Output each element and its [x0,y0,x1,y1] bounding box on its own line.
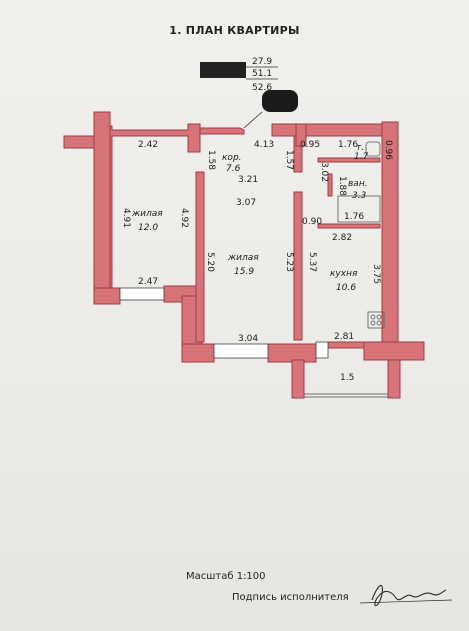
dim-0-95: 0.95 [300,140,320,150]
dim-1-76-bottom: 1.76 [344,212,364,222]
scale-label: Масштаб 1:100 [186,571,266,582]
bathtub-fixture [337,195,381,223]
dim-1-88: 1.88 [337,176,347,196]
dim-3-02: 3.02 [319,162,329,182]
dim-1-58: 1.58 [206,150,216,170]
dim-0-96: 0.96 [383,140,393,160]
room-living2-area: 15.9 [234,267,254,277]
room-corridor-area: 7.6 [226,164,241,174]
redaction-mark-1 [200,62,246,78]
room-kitchen-area: 10.6 [336,283,356,293]
room-bath-area: 3.3 [352,191,367,201]
room-corridor-name: кор. [222,153,242,163]
stove-fixture [367,311,385,329]
windows [119,287,388,398]
room-bath-name: ван. [348,179,368,189]
dim-3-75: 3.75 [371,264,381,284]
area-bottom: 52.6 [252,83,272,93]
area-fraction: 27.9 51.1 52.6 [200,57,298,129]
dim-2-42: 2.42 [138,140,158,150]
dim-3-21: 3.21 [238,175,258,185]
area-middle: 51.1 [252,69,272,79]
dim-5-37: 5.37 [307,252,317,272]
dim-2-81: 2.81 [334,332,354,342]
signature-label: Подпись исполнителя [232,592,349,603]
dim-4-91: 4.91 [121,208,131,228]
balcony-door [315,341,329,359]
dim-0-90: 0.90 [302,217,322,227]
dim-4-92: 4.92 [179,208,189,228]
dim-1-5: 1.5 [340,373,354,383]
dim-5-20: 5.20 [205,252,215,272]
stove-burner-4 [376,320,382,326]
window-living1 [119,287,165,301]
walls [63,111,425,399]
dim-2-82: 2.82 [332,233,352,243]
dim-4-13: 4.13 [254,140,274,150]
dim-1-76-top: 1.76 [338,140,358,150]
dim-3-07: 3.07 [236,198,256,208]
dim-3-04: 3.04 [238,334,258,344]
stove-burner-2 [376,314,382,320]
redaction-mark-2 [262,90,298,112]
stove-burner-1 [370,314,376,320]
fixtures [337,141,385,329]
room-kitchen-name: кухня [330,269,358,279]
area-top: 27.9 [252,57,272,67]
room-toilet-name: т. [356,143,364,153]
dimension-labels: 2.42 4.91 4.92 2.47 1.58 4.13 1.57 3.21 … [121,140,393,383]
window-living2 [213,343,269,359]
dim-5-23: 5.23 [284,252,294,272]
room-living1-name: жилая [131,209,163,219]
toilet-fixture [365,141,381,157]
signature-graphic [359,584,453,607]
leader-line [243,111,263,129]
plan-title: 1. ПЛАН КВАРТИРЫ [169,24,300,37]
room-living1-area: 12.0 [138,223,158,233]
dim-2-47: 2.47 [138,277,158,287]
room-living2-name: жилая [227,253,259,263]
room-labels: жилая 12.0 жилая 15.9 кор. 7.6 т. 1.7 ва… [131,143,369,293]
stove-burner-3 [370,320,376,326]
dim-1-57: 1.57 [284,150,294,170]
room-toilet-area: 1.7 [354,152,369,162]
